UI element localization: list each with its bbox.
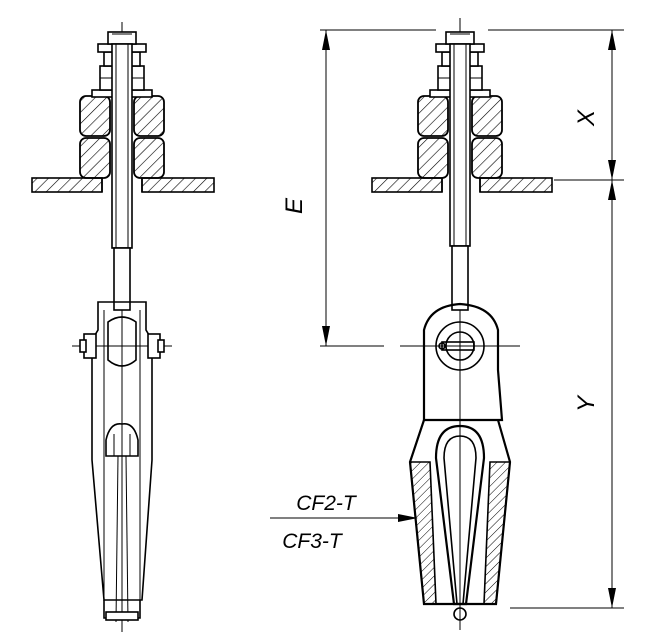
left-side-view [31, 22, 215, 632]
dimension-x: X [488, 29, 624, 181]
right-mounting-plate [371, 177, 553, 193]
right-threaded-rod [449, 43, 471, 311]
left-lower-bush [79, 137, 165, 179]
left-threaded-rod [111, 43, 133, 311]
dimension-e-label: E [281, 197, 308, 214]
model-callout: CF2-T CF3-T [270, 492, 418, 553]
left-clevis [79, 301, 165, 623]
dimension-y: Y [510, 180, 624, 609]
right-eye-head [422, 302, 504, 422]
dimension-y-label: Y [573, 394, 600, 412]
left-mounting-plate [31, 177, 215, 193]
right-upper-bush [417, 95, 503, 137]
dimension-e: E [281, 29, 436, 347]
callout-model-cf3t: CF3-T [282, 530, 344, 553]
dimension-x-label: X [573, 109, 600, 127]
right-front-view [371, 18, 553, 630]
right-lower-bush [417, 137, 503, 179]
callout-model-cf2t: CF2-T [296, 492, 358, 515]
right-wedge-socket [408, 419, 512, 621]
